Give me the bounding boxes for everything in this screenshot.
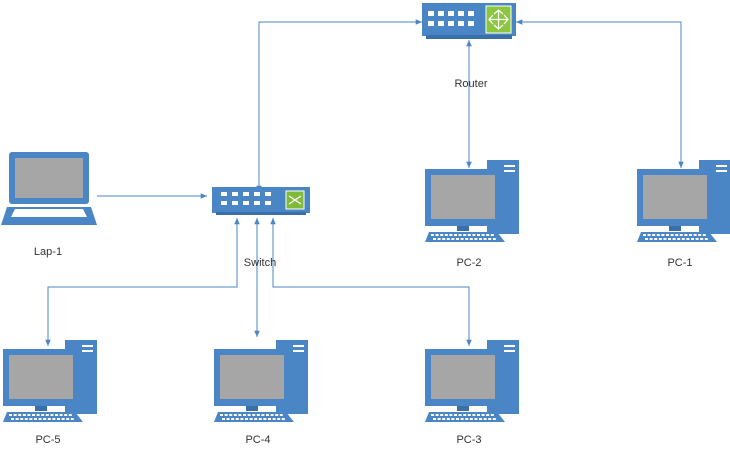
device-labels: Router Switch Lap-1 PC-1 PC-2 PC-3 PC-4 … [34, 78, 693, 446]
pc5-computer-icon[interactable] [3, 340, 97, 422]
link-router-switch [256, 19, 422, 192]
switch-switch-icon[interactable] [212, 187, 310, 215]
devices [1, 3, 730, 422]
router-router-icon[interactable] [422, 3, 516, 39]
lap1-laptop-icon[interactable] [1, 152, 97, 225]
pc3-computer-icon[interactable] [425, 340, 519, 422]
pc1-computer-icon[interactable] [637, 160, 730, 242]
link-switch-pc5 [45, 218, 240, 346]
pc4-label: PC-4 [245, 434, 270, 446]
connection-links [45, 19, 684, 346]
link-router-pc1 [516, 19, 684, 168]
pc5-label: PC-5 [35, 434, 60, 446]
link-switch-pc3 [270, 218, 472, 346]
lap1-label: Lap-1 [34, 246, 62, 258]
router-label: Router [454, 78, 487, 90]
pc1-label: PC-1 [667, 257, 692, 269]
switch-label: Switch [244, 257, 276, 269]
pc2-computer-icon[interactable] [425, 160, 519, 242]
pc2-label: PC-2 [456, 257, 481, 269]
pc4-computer-icon[interactable] [214, 340, 308, 422]
pc3-label: PC-3 [456, 434, 481, 446]
